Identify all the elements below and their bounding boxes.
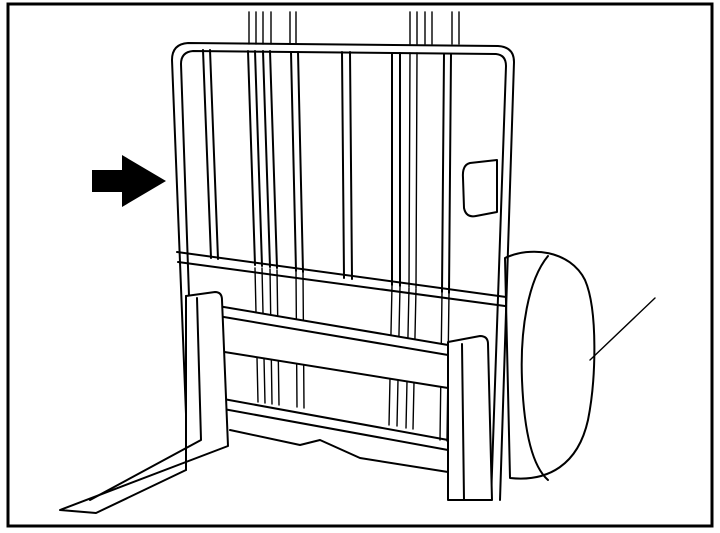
- load-backrest: [171, 42, 515, 501]
- rear-wheel: [504, 250, 656, 481]
- fork-carriage: [211, 304, 449, 473]
- right-fork: [447, 335, 493, 501]
- left-fork: [59, 291, 229, 514]
- right-arrow-icon: [92, 155, 166, 207]
- figure-border: [6, 2, 714, 528]
- mast-rails-top: [248, 11, 460, 45]
